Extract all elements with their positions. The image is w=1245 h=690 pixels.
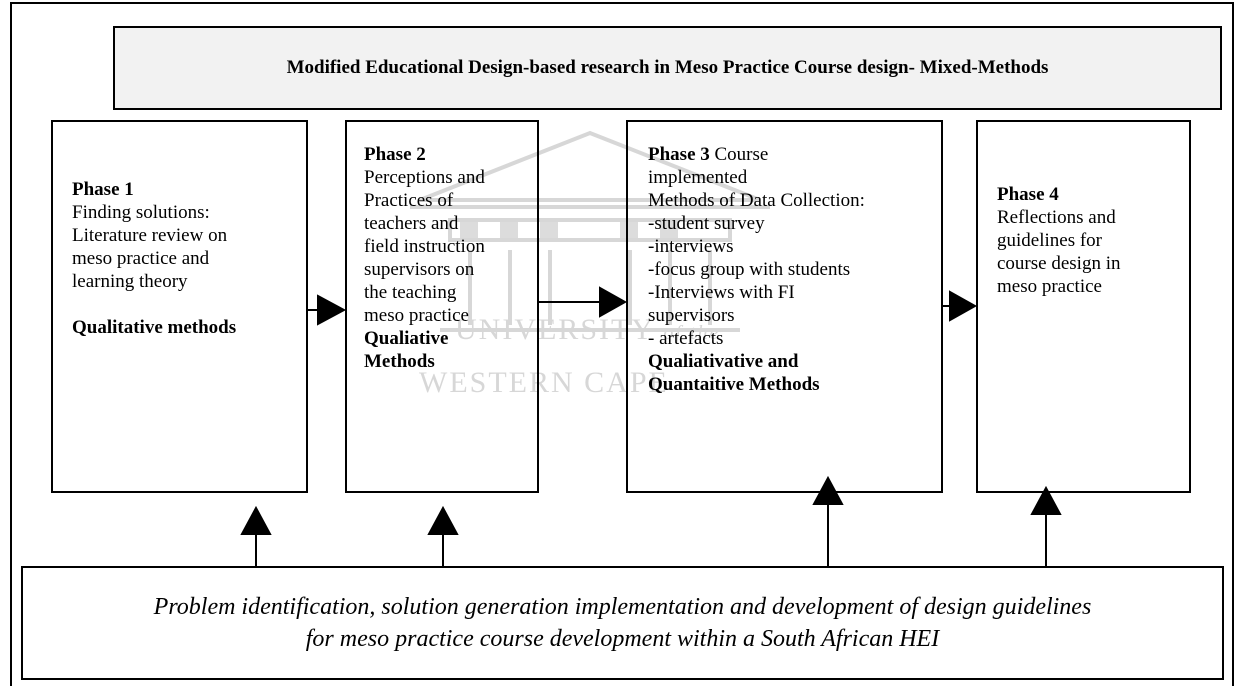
diagram-title: Modified Educational Design-based resear… bbox=[113, 26, 1222, 110]
phase-2-line: Phase 2 bbox=[364, 144, 426, 165]
phase-4-line: course design in bbox=[997, 253, 1121, 274]
phase-3-line: -interviews bbox=[648, 236, 734, 257]
phase-1-line: Qualitative methods bbox=[72, 317, 237, 338]
phase-4-line: meso practice bbox=[997, 276, 1102, 297]
phase-3-heading: Phase 3 bbox=[648, 144, 710, 165]
phase-3-line: - artefacts bbox=[648, 328, 724, 349]
phase-3-line: supervisors bbox=[648, 305, 735, 326]
phase-2-line: Perceptions and bbox=[364, 167, 485, 188]
phase-2-line: meso practice bbox=[364, 305, 469, 326]
phase-3-line: Methods of Data Collection: bbox=[648, 190, 865, 211]
phase-2-line: field instruction bbox=[364, 236, 485, 257]
phase-1-line: Phase 1 bbox=[72, 179, 134, 200]
watermark-university-text: UNIVERSITY of the bbox=[455, 313, 721, 346]
phase-1-line: meso practice and bbox=[72, 248, 210, 269]
phase-2-line: teachers and bbox=[364, 213, 459, 234]
arrowhead-phase1-to-phase2 bbox=[317, 294, 347, 326]
arrowhead-phase2-to-phase3 bbox=[599, 286, 628, 318]
phase-4-line: guidelines for bbox=[997, 230, 1103, 251]
outer-frame bbox=[10, 2, 1234, 686]
arrowhead-phase3-to-phase4 bbox=[949, 290, 978, 322]
watermark-western-cape-text: WESTERN CAPE bbox=[419, 366, 669, 399]
phase-3-line: -student survey bbox=[648, 213, 765, 234]
arrowhead-up-phase1 bbox=[240, 505, 272, 535]
phase-2-line: Practices of bbox=[364, 190, 454, 211]
phase-2-line: supervisors on bbox=[364, 259, 475, 280]
phase-1-line: learning theory bbox=[72, 271, 188, 292]
phase-2-line: the teaching bbox=[364, 282, 457, 303]
arrowhead-up-phase4 bbox=[1030, 485, 1062, 515]
phase-4-line: Phase 4 bbox=[997, 184, 1059, 205]
phase-3-line: Quantaitive Methods bbox=[648, 374, 820, 395]
problem-statement-line-1: Problem identification, solution generat… bbox=[153, 594, 1092, 620]
phase-2-line: Methods bbox=[364, 351, 435, 372]
problem-statement-line-2: for meso practice course development wit… bbox=[305, 626, 940, 652]
phase-1-line: Finding solutions: bbox=[72, 202, 210, 223]
phase-2-line: Qualiative bbox=[364, 328, 449, 349]
arrowhead-up-phase3 bbox=[812, 475, 844, 505]
phase-3-line: implemented bbox=[648, 167, 748, 188]
phase-1-line: Literature review on bbox=[72, 225, 228, 246]
phase-3-line: -Interviews with FI bbox=[648, 282, 795, 303]
phase-4-line: Reflections and bbox=[997, 207, 1116, 228]
problem-statement-box: Problem identification, solution generat… bbox=[21, 566, 1224, 680]
arrowhead-up-phase2 bbox=[427, 505, 459, 535]
phase-3-line: -focus group with students bbox=[648, 259, 851, 280]
phase-3-heading-rest: Course bbox=[709, 144, 769, 165]
phase-3-line: Qualiativative and bbox=[648, 351, 799, 372]
